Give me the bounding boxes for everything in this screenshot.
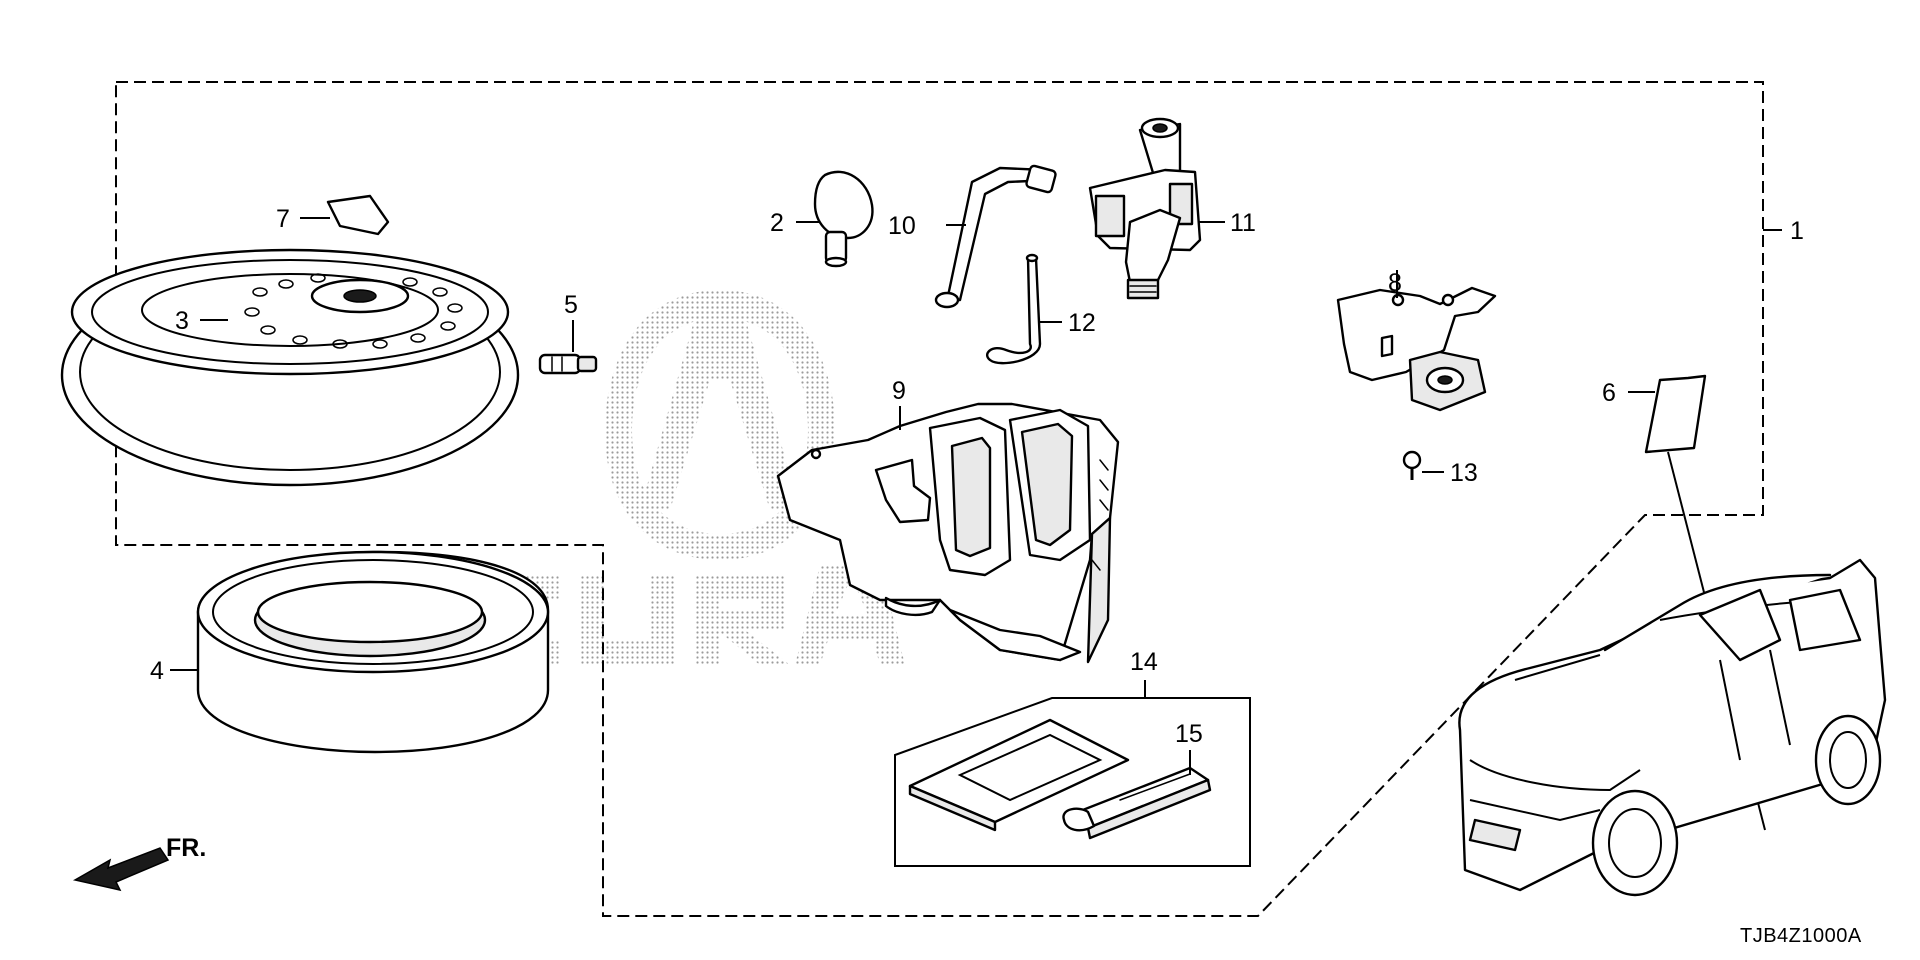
part-14-manual: [908, 718, 1130, 832]
vehicle-illustration: [1458, 558, 1887, 897]
callout-10: 10: [888, 212, 916, 240]
part-8-bracket: [1336, 270, 1497, 412]
part-2-knob: [796, 170, 874, 268]
part-9-tool-tray: [776, 402, 1120, 664]
callout-4: 4: [150, 657, 164, 685]
direction-label: FR.: [166, 834, 206, 862]
callout-1: 1: [1790, 217, 1804, 245]
callout-8: 8: [1388, 269, 1402, 297]
diagram-part-code: TJB4Z1000A: [1740, 925, 1862, 947]
part-13-bolt: [1402, 450, 1444, 480]
callout-15: 15: [1175, 720, 1203, 748]
callout-13: 13: [1450, 459, 1478, 487]
front-direction-arrow: FR.: [72, 834, 206, 892]
part-14-bracket: [894, 680, 1251, 867]
callout-3: 3: [175, 307, 189, 335]
callout-2: 2: [770, 209, 784, 237]
kit-boundary-dashed: [115, 81, 1764, 917]
callout-7: 7: [276, 205, 290, 233]
part-5-valve: [538, 320, 598, 375]
callout-14: 14: [1130, 648, 1158, 676]
part-3-spare-wheel: [60, 248, 520, 487]
callout-6: 6: [1602, 379, 1616, 407]
part-11-jack: [1088, 117, 1225, 300]
part-7-label-sticker: [300, 194, 390, 236]
part-4-tire: [170, 550, 550, 754]
callout-9: 9: [892, 377, 906, 405]
callouts: 1 2 3 4 5 6 7 8 9 10 11 12 13 14 15: [150, 205, 1804, 748]
part-15-strap: [1062, 750, 1212, 840]
part-10-wheel-wrench: [934, 164, 1057, 309]
callout-5: 5: [564, 291, 578, 319]
part-12-hook-bar: [985, 253, 1062, 365]
callout-11: 11: [1230, 209, 1256, 237]
callout-12: 12: [1068, 309, 1096, 337]
